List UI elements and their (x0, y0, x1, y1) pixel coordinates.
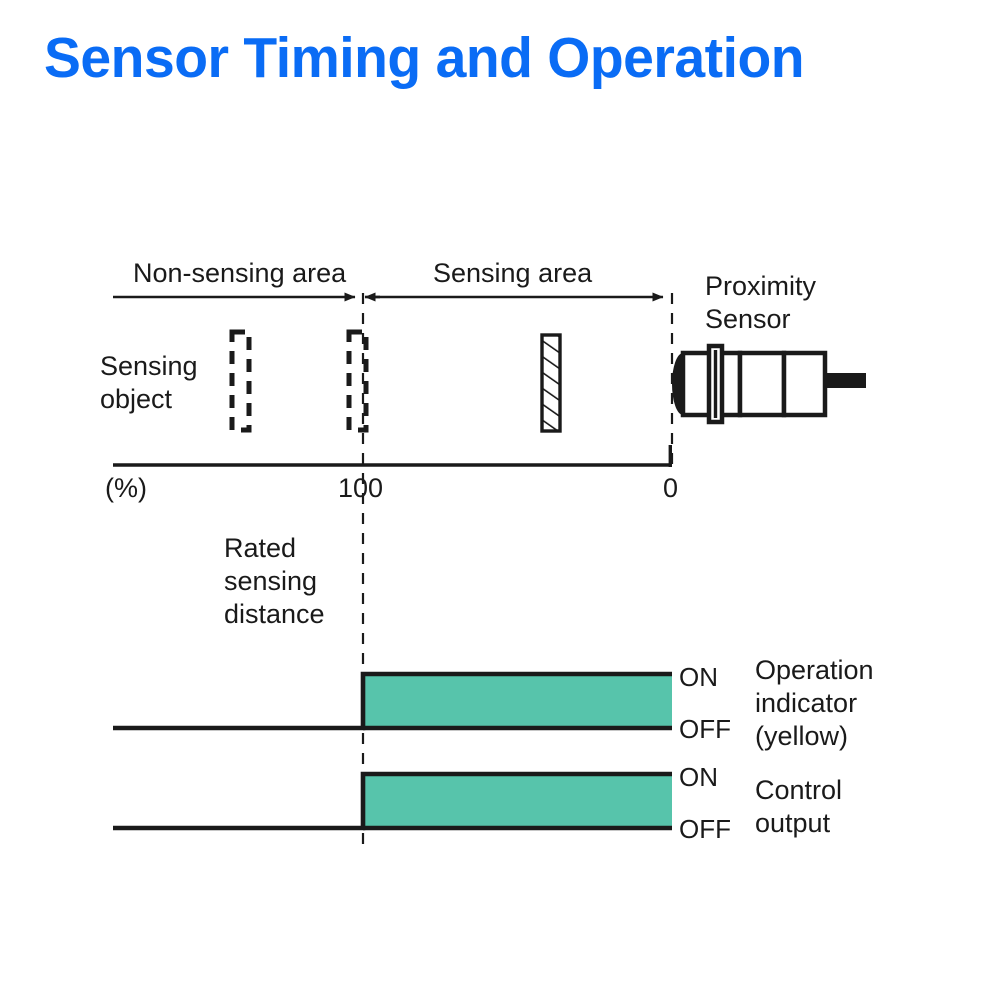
signal-1-caption-line3: (yellow) (755, 721, 848, 751)
page-title: Sensor Timing and Operation (44, 26, 805, 90)
signal-1-on-block (363, 674, 672, 728)
signal-2-caption-line1: Control (755, 775, 842, 805)
signal-1-caption-line1: Operation (755, 655, 874, 685)
sensing-object-label-line2: object (100, 384, 173, 414)
proximity-sensor-graphic (672, 343, 866, 425)
signal-2-caption-line2: output (755, 808, 831, 838)
signal-control-output (113, 771, 672, 831)
rated-distance-line1: Rated (224, 533, 296, 563)
rated-distance-line3: distance (224, 599, 325, 629)
signal-1-off-label: OFF (679, 714, 731, 744)
signal-1-on-label: ON (679, 662, 718, 692)
signal-operation-indicator (113, 671, 672, 731)
signal-2-off-label: OFF (679, 814, 731, 844)
proximity-sensor-label-line1: Proximity (705, 271, 817, 301)
signal-2-on-label: ON (679, 762, 718, 792)
diagram-container: Non-sensing area Sensing area Sensing ob… (0, 200, 1000, 900)
sensing-object-ghost-left (229, 329, 252, 433)
scale-tick-100: 100 (338, 473, 383, 503)
proximity-sensor-label-line2: Sensor (705, 304, 791, 334)
sensing-area-label: Sensing area (433, 258, 593, 288)
sensing-object-solid (540, 333, 562, 433)
sensing-object-ghost-at-rated (346, 329, 369, 433)
scale-unit-label: (%) (105, 473, 147, 503)
signal-2-on-block (363, 774, 672, 828)
non-sensing-area-label: Non-sensing area (133, 258, 347, 288)
sensor-timing-diagram: Non-sensing area Sensing area Sensing ob… (0, 200, 1000, 900)
sensing-object-label-line1: Sensing (100, 351, 198, 381)
rated-distance-line2: sensing (224, 566, 317, 596)
scale-tick-0: 0 (663, 473, 678, 503)
signal-1-caption-line2: indicator (755, 688, 857, 718)
